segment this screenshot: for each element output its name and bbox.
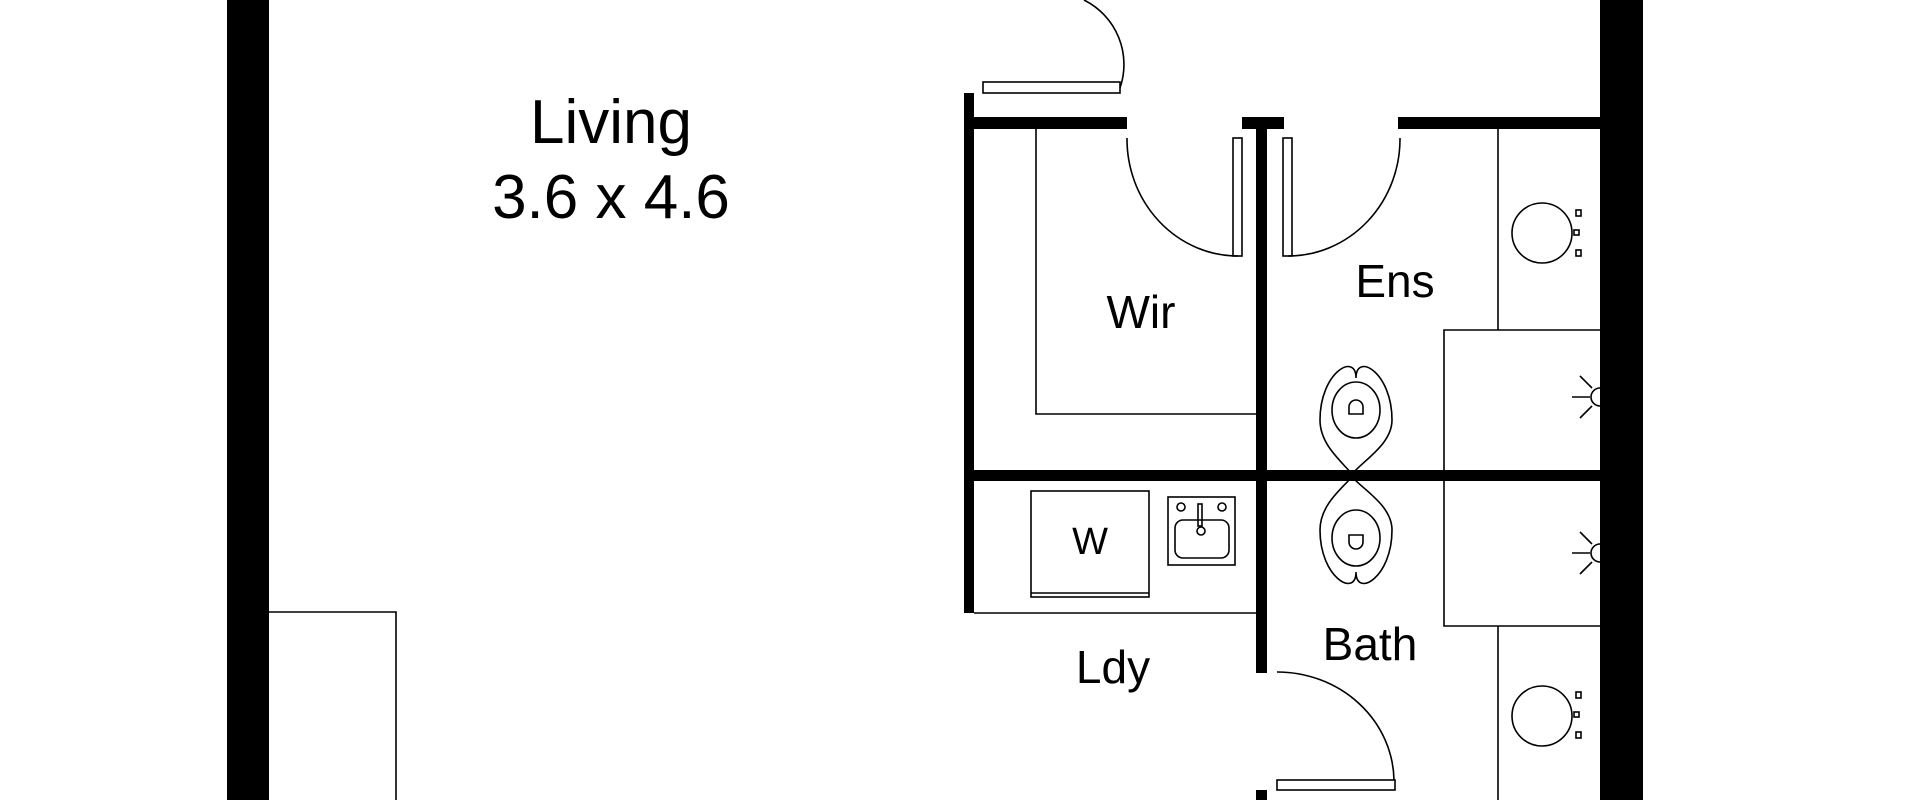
wall-bottom-stub bbox=[1256, 790, 1267, 800]
ens-toilet-flush bbox=[1348, 399, 1364, 415]
door-sill-top bbox=[982, 81, 1121, 94]
bath-toilet-flush bbox=[1348, 534, 1364, 550]
ens-shower-head bbox=[1572, 375, 1601, 419]
living-room-size: 3.6 x 4.6 bbox=[492, 163, 730, 232]
wall-top-ens bbox=[1398, 117, 1600, 129]
wir-door-leaf bbox=[1232, 137, 1243, 257]
laundry-drain bbox=[1196, 526, 1206, 536]
bath-shower-head bbox=[1572, 531, 1601, 575]
wall-top-wir bbox=[964, 117, 1127, 129]
wall-center-vertical bbox=[1256, 117, 1267, 673]
ens-room-name: Ens bbox=[1355, 255, 1434, 307]
living-room-name: Living bbox=[530, 88, 692, 157]
ens-toilet-seat bbox=[1331, 381, 1381, 439]
wir-shelf-outline bbox=[1035, 129, 1256, 415]
living-cabinet bbox=[269, 611, 397, 800]
wir-room-name: Wir bbox=[1107, 286, 1176, 338]
laundry-room-name: Ldy bbox=[1076, 641, 1150, 693]
washer-label: W bbox=[1072, 521, 1108, 563]
ens-basin-tap-1 bbox=[1575, 209, 1582, 217]
bath-basin-tap-1 bbox=[1575, 691, 1582, 699]
bath-room-name: Bath bbox=[1323, 618, 1418, 670]
bath-basin-tap-2 bbox=[1573, 711, 1580, 718]
wall-horizontal-middle bbox=[964, 470, 1600, 481]
ens-door-leaf bbox=[1282, 137, 1293, 257]
ens-basin-tap-3 bbox=[1575, 249, 1582, 257]
wall-west-vertical bbox=[964, 93, 974, 613]
bath-toilet-seat bbox=[1331, 509, 1381, 567]
door-swing-top bbox=[1083, 0, 1125, 89]
exterior-wall-right bbox=[1600, 0, 1643, 800]
laundry-tap-right bbox=[1217, 502, 1227, 512]
washer bbox=[1030, 490, 1150, 598]
ens-shower-outline bbox=[1443, 329, 1600, 470]
ens-toilet bbox=[1319, 365, 1393, 476]
ens-door-swing bbox=[1287, 137, 1401, 257]
bath-door-sill bbox=[1276, 779, 1396, 791]
ens-basin-tap-2 bbox=[1573, 229, 1580, 236]
exterior-wall-left bbox=[227, 0, 269, 800]
laundry-spout bbox=[1197, 503, 1203, 527]
wir-door-swing bbox=[1126, 137, 1239, 257]
laundry-tap-left bbox=[1176, 502, 1186, 512]
laundry-trough bbox=[1167, 496, 1236, 566]
bath-shower-outline bbox=[1443, 481, 1600, 627]
bath-basin bbox=[1511, 685, 1573, 747]
ens-basin bbox=[1511, 202, 1573, 264]
bath-toilet bbox=[1319, 475, 1393, 585]
bath-door-swing bbox=[1276, 671, 1395, 781]
bath-basin-tap-3 bbox=[1575, 731, 1582, 739]
